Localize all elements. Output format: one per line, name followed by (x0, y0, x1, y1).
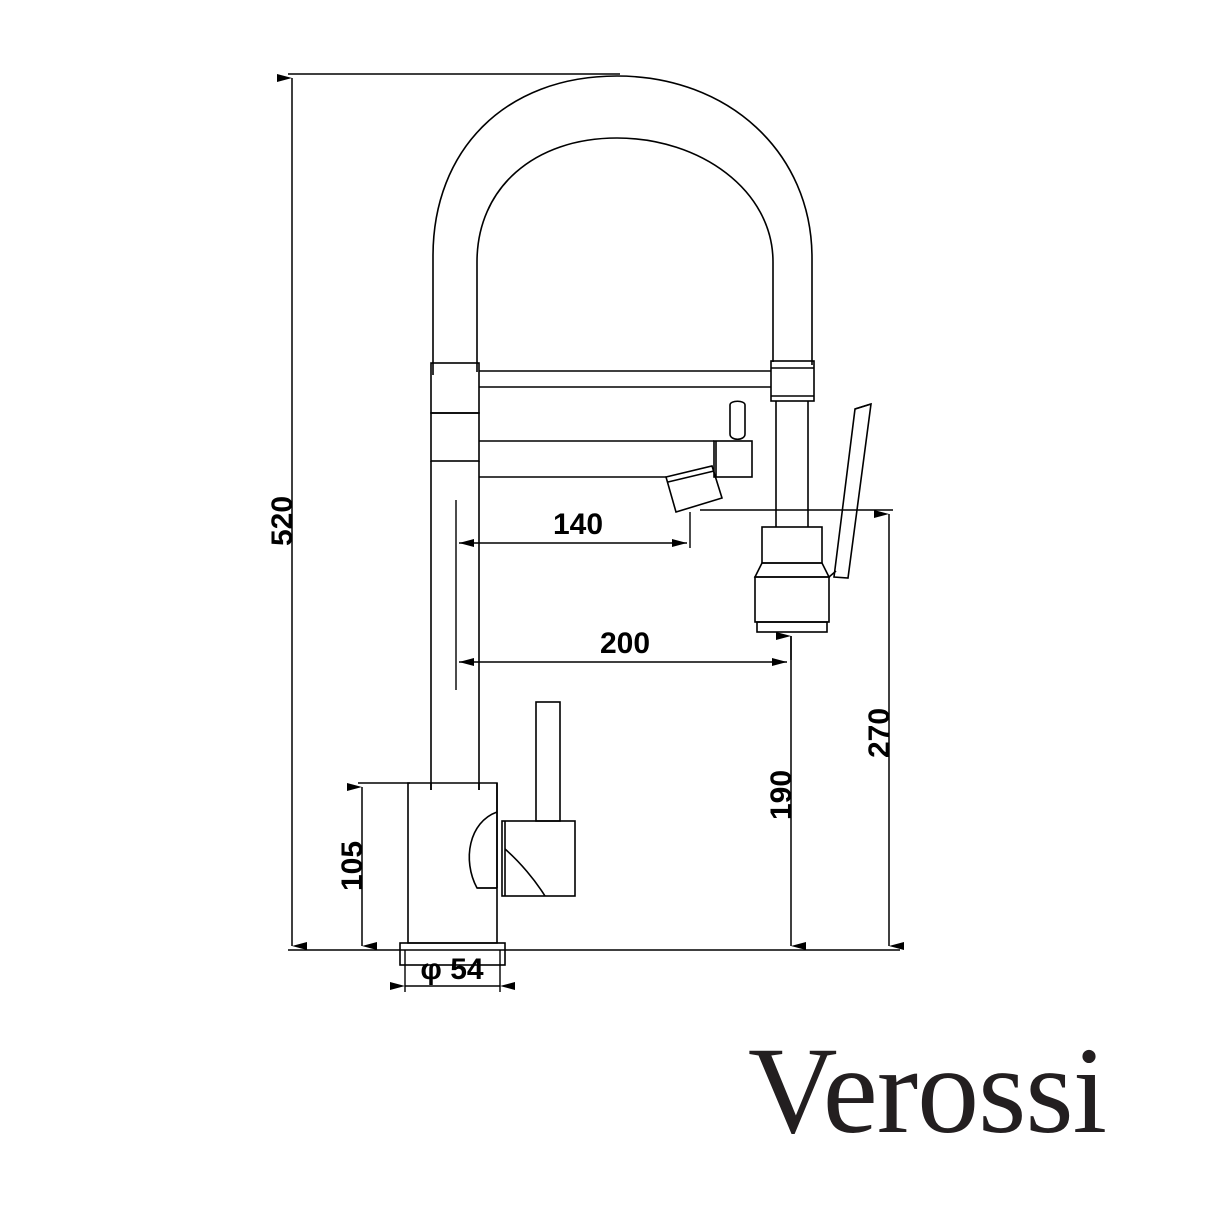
dimension-label-nozzle-height: 190 (765, 770, 798, 820)
brand-logo: Verossi (748, 1022, 1107, 1159)
spray-handle-lever (828, 402, 872, 579)
dimension-label-base-diameter: φ 54 (420, 953, 483, 986)
dimension-label-overall-height: 520 (266, 496, 299, 546)
right-riser-collar (770, 360, 815, 527)
faucet-outline (399, 75, 872, 966)
base-flange (399, 942, 506, 966)
body-control-lever (501, 701, 576, 897)
faucet-body (407, 782, 498, 944)
dimension-190: 190 (765, 632, 806, 950)
dimension-270: 270 (700, 509, 904, 950)
upper-crossbar (479, 370, 771, 388)
dimension-140: 140 (455, 500, 691, 690)
left-riser-column (430, 362, 480, 790)
dimension-base-diameter: φ 54 (390, 950, 515, 992)
lower-arm-diverter (479, 400, 753, 514)
dimension-label-spout-reach: 200 (600, 627, 650, 660)
dimension-label-inner-reach: 140 (553, 508, 603, 541)
spray-head-nozzle (753, 526, 831, 633)
dimension-label-outlet-height: 270 (863, 708, 896, 758)
gooseneck-spout (432, 75, 813, 375)
dimension-label-body-height: 105 (336, 841, 369, 891)
dimension-105: 105 (336, 782, 410, 950)
dimension-200: 200 (459, 627, 787, 666)
dimension-520: 520 (266, 73, 900, 951)
